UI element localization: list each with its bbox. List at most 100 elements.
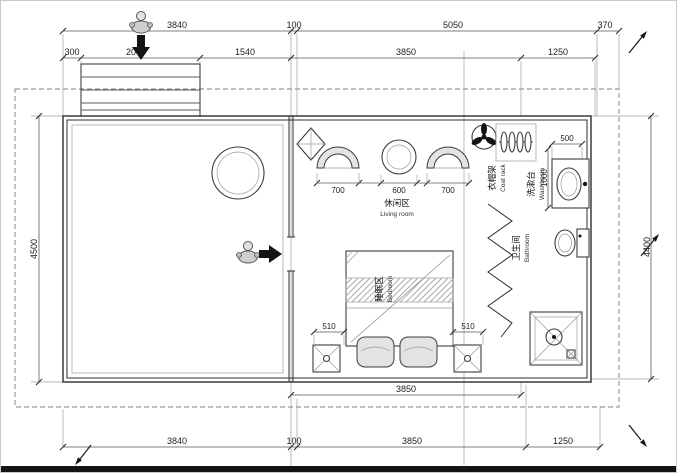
dimension-label: 1250: [553, 436, 573, 446]
room-label-coatrack-zh: 衣帽架: [487, 165, 498, 191]
dimension-label: 370: [597, 20, 612, 30]
decor-lamp-cross: [297, 128, 325, 160]
site-boundary: [14, 88, 620, 408]
basin-dim-lines: [547, 143, 582, 208]
nightstand-knob: [463, 354, 472, 363]
entry-arrow-down-icon: [132, 35, 150, 60]
coat-rack-zone: [495, 123, 537, 162]
corner-arrow-icon: [628, 424, 647, 447]
room-label-coatrack-en: Coat rack: [500, 163, 507, 192]
corner-arrow-icon: [640, 234, 659, 257]
deck-area: [71, 124, 284, 374]
hanger: [524, 131, 532, 153]
exhaust-fan-symbol: [471, 123, 497, 150]
shower-head-center: [552, 335, 556, 339]
dimension-label: 3850: [396, 384, 416, 394]
dimension-label: 300: [64, 47, 79, 57]
people-and-arrows: [129, 11, 282, 264]
dimension-label: 3850: [396, 47, 416, 57]
dimension-ticks: [59, 443, 604, 451]
bed-diagonal-line: [350, 254, 451, 343]
step-treads: [81, 76, 200, 111]
shower-head: [545, 328, 563, 346]
room-label-bathroom-en: Bathroom: [524, 234, 531, 262]
dimension-label: 5050: [443, 20, 463, 30]
dimension-label: 4400: [642, 237, 652, 257]
floor-drain-cross: [566, 349, 576, 359]
washbasin-bowl: [556, 167, 582, 201]
room-label-living-zh: 休闲区: [384, 198, 410, 209]
dimension-label: 510: [322, 322, 336, 331]
room-label-bedroom-zh: 睡眠区: [375, 276, 385, 302]
dimension-label: 600: [392, 186, 406, 195]
corner-arrows: [75, 31, 659, 465]
dimension-label: 1000: [540, 169, 549, 187]
fan-blade: [481, 123, 487, 135]
folding-partition: [487, 203, 513, 338]
washbasin-area: 500 1000 洗漱台 Washbasin: [526, 134, 590, 212]
dim-extensions: [551, 147, 583, 159]
dimension-ticks: [310, 328, 487, 336]
dim-extensions: [316, 173, 470, 183]
room-label-bathroom-zh: 卫生间: [511, 235, 522, 261]
dimension-label: 1540: [235, 47, 255, 57]
room-label-washbasin-zh: 洗漱台: [526, 171, 537, 197]
dimension-label: 100: [286, 436, 301, 446]
coat-rack-area: 衣帽架 Coat rack: [487, 123, 537, 192]
nightstand-knob: [322, 354, 331, 363]
pillow: [399, 336, 438, 368]
room-label-washbasin-en: Washbasin: [539, 168, 546, 200]
dimension-ticks: [35, 112, 655, 386]
entry-arrow-right-icon: [259, 245, 282, 263]
side-extension-lines: [31, 115, 659, 383]
dimension-label: 1250: [548, 47, 568, 57]
dimension-label: 700: [331, 186, 345, 195]
pillow-crease: [360, 346, 391, 352]
shower-enclosure-inner: [534, 316, 578, 361]
bottom-extension-lines: [62, 382, 601, 447]
exterior-wall-outer: [62, 115, 592, 383]
hanger: [516, 131, 524, 153]
entry-steps: [80, 63, 201, 117]
toilet-bowl: [554, 229, 576, 257]
dimension-label: 500: [560, 134, 574, 143]
dimension-label: 700: [441, 186, 455, 195]
corner-arrow-icon: [75, 444, 92, 465]
dimension-label: 510: [461, 322, 475, 331]
living-room: 700 600 700 休闲区 Living room: [296, 123, 497, 218]
coffee-table-inner: [386, 144, 412, 170]
dimension-label: 3840: [167, 20, 187, 30]
round-table: [211, 146, 265, 200]
top-extension-lines: [62, 34, 620, 116]
round-table-inner: [216, 151, 260, 195]
corner-arrow-icon: [628, 31, 647, 54]
hanger: [500, 131, 508, 153]
toilet-bowl-inner: [558, 233, 572, 253]
toilet-tank: [576, 228, 590, 258]
armchair: [426, 146, 470, 169]
dim-extensions: [313, 335, 484, 345]
person-icon: [236, 241, 260, 264]
fan-blade: [485, 137, 497, 145]
shower-enclosure: [529, 311, 583, 366]
washbasin-bowl-inner: [560, 171, 578, 197]
dimension-label: 3850: [402, 436, 422, 446]
dimension-ticks: [287, 391, 525, 399]
pillow-crease: [403, 346, 434, 352]
partition-wall: [287, 116, 295, 382]
dimension-ticks: [544, 140, 586, 212]
room-label-bedroom-en: Bedroom: [387, 276, 394, 302]
dimension-ticks: [59, 54, 599, 62]
dimension-label: 100: [286, 20, 301, 30]
floor-drain: [566, 349, 576, 359]
blanket-hatch: [345, 277, 454, 303]
dimension-label: 3840: [167, 436, 187, 446]
fan-hub: [481, 134, 487, 140]
pillow: [356, 336, 395, 368]
dimension-label: 4500: [29, 239, 39, 259]
faucet: [582, 181, 588, 187]
dimension-system: 3840 100 5050 370 300 2000 1540 3850 125…: [29, 20, 655, 451]
